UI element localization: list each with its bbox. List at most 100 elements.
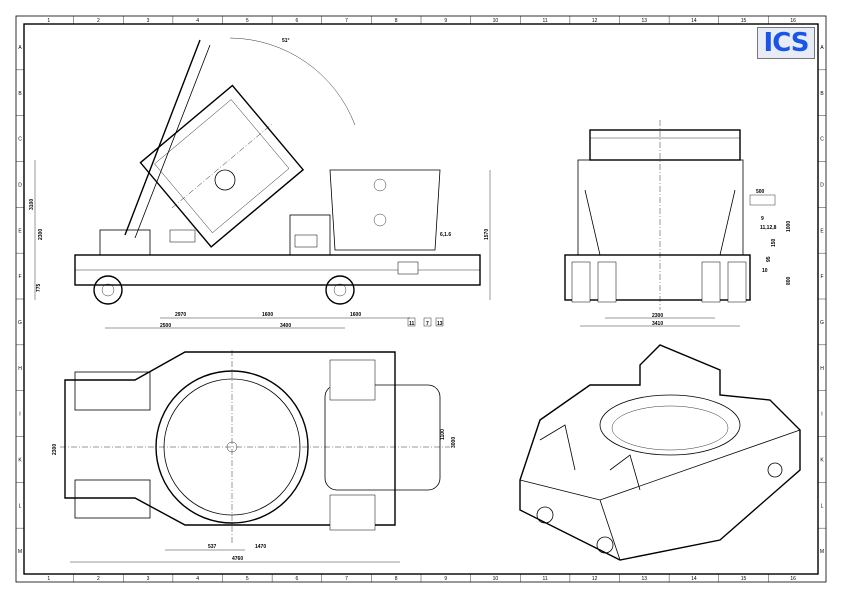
row-label: A (820, 45, 824, 51)
dim-label: 800 (786, 276, 792, 285)
dim-label: 500 (756, 189, 765, 195)
dim-label: 2500 (160, 323, 171, 329)
row-label: K (18, 457, 22, 463)
column-label: 15 (741, 18, 747, 24)
weld-label: 6,1.6 (440, 232, 451, 238)
grid-reference-labels: 1122334455667788991010111112121313141415… (16, 16, 826, 582)
row-label: L (19, 503, 22, 509)
balloon: 11 (409, 321, 415, 327)
column-label: 6 (296, 18, 299, 24)
row-label: F (820, 274, 823, 280)
column-label: 14 (691, 576, 697, 582)
ladle-outline (329, 169, 441, 251)
column-label: 14 (691, 18, 697, 24)
column-label: 12 (592, 576, 598, 582)
dim-label: 775 (36, 283, 42, 292)
column-label: 16 (790, 18, 796, 24)
dim-label: 3410 (652, 321, 663, 327)
row-label: M (18, 549, 22, 555)
column-label: 4 (196, 18, 199, 24)
isometric-view (519, 344, 801, 561)
column-label: 13 (642, 18, 648, 24)
row-label: B (820, 91, 824, 97)
column-label: 2 (97, 18, 100, 24)
column-label: 10 (493, 18, 499, 24)
column-label: 10 (493, 576, 499, 582)
dim-label: 3000 (451, 437, 457, 448)
balloon: 13 (437, 321, 443, 327)
dim-label: 1000 (786, 221, 792, 232)
row-label: E (820, 228, 824, 234)
column-label: 16 (790, 576, 796, 582)
inner-border (23, 23, 819, 575)
column-label: 3 (147, 18, 150, 24)
column-label: 3 (147, 576, 150, 582)
column-label: 1 (47, 576, 50, 582)
row-label: I (19, 412, 20, 418)
dim-label: 2300 (52, 444, 58, 455)
dim-label: 2300 (652, 313, 663, 319)
column-label: 9 (444, 18, 447, 24)
column-label: 6 (296, 576, 299, 582)
row-label: G (18, 320, 22, 326)
tilted-vessel (139, 84, 305, 248)
row-label: G (820, 320, 824, 326)
column-label: 15 (741, 576, 747, 582)
wheel-right (325, 275, 355, 305)
column-label: 9 (444, 576, 447, 582)
row-label: A (18, 45, 22, 51)
dim-label: 95 (766, 256, 772, 262)
row-label: M (820, 549, 824, 555)
plan-view: 4760 537 1470 2300 1100 3000 (52, 350, 457, 563)
angle-label: 51° (282, 38, 290, 44)
column-label: 1 (47, 18, 50, 24)
dim-label: 1600 (350, 312, 361, 318)
dim-label: 3100 (29, 199, 35, 210)
row-label: C (18, 137, 22, 143)
column-label: 7 (345, 18, 348, 24)
column-label: 7 (345, 576, 348, 582)
dim-label: 1470 (255, 544, 266, 550)
ics-logo: ICS (757, 27, 815, 59)
row-label: E (18, 228, 22, 234)
column-label: 12 (592, 18, 598, 24)
row-label: H (820, 366, 824, 372)
dim-label: 150 (771, 238, 777, 247)
dim-label: 1600 (262, 312, 273, 318)
column-label: 8 (395, 576, 398, 582)
row-label: C (820, 137, 824, 143)
row-label: F (18, 274, 21, 280)
balloon: 7 (426, 321, 429, 327)
row-label: K (820, 457, 824, 463)
row-label: B (18, 91, 22, 97)
row-label: I (821, 412, 822, 418)
dim-label: 1100 (440, 429, 446, 440)
dim-label: 1570 (484, 229, 490, 240)
dim-label: 2970 (175, 312, 186, 318)
column-label: 13 (642, 576, 648, 582)
row-label: D (820, 182, 824, 188)
dim-label: 4760 (232, 556, 243, 562)
transfer-ladle (324, 384, 441, 491)
wheel-left (93, 275, 123, 305)
column-label: 5 (246, 18, 249, 24)
row-label: H (18, 366, 22, 372)
column-label: 11 (542, 576, 547, 582)
column-label: 5 (246, 576, 249, 582)
dim-label: 537 (208, 544, 217, 550)
column-label: 4 (196, 576, 199, 582)
logo-text: ICS (763, 28, 810, 58)
callout: 9 (761, 216, 764, 222)
column-label: 2 (97, 576, 100, 582)
side-view: 2970 1600 1600 2500 3400 51° 6,1.6 3100 … (29, 37, 491, 329)
dim-label: 3400 (280, 323, 291, 329)
row-label: D (18, 182, 22, 188)
front-view: 2300 3410 500 9 11,12,8 10 1000 150 95 8… (564, 120, 792, 327)
callout: 10 (762, 268, 768, 274)
column-label: 11 (542, 18, 547, 24)
tilt-arc (229, 37, 356, 126)
dim-label: 2300 (38, 229, 44, 240)
column-label: 8 (395, 18, 398, 24)
